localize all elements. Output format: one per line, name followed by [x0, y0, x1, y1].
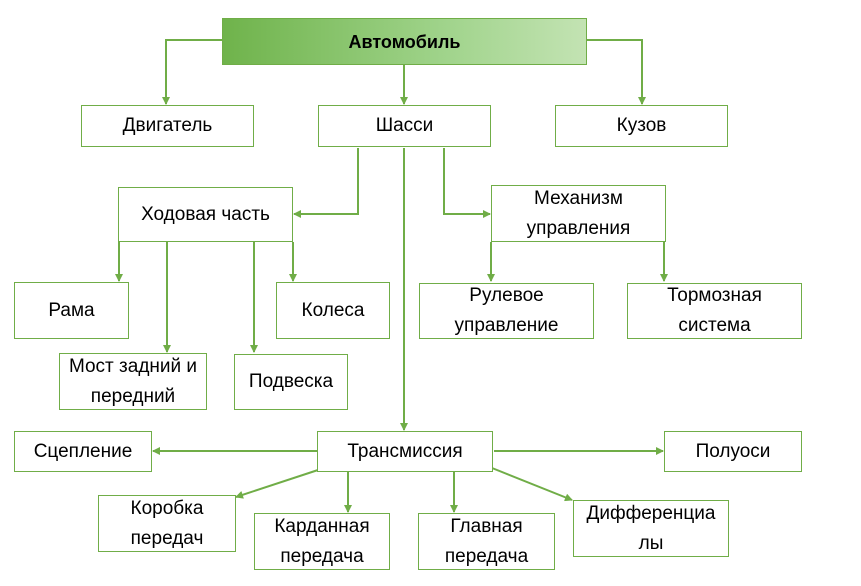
node-transmission: Трансмиссия — [317, 431, 493, 472]
node-suspension: Подвеска — [234, 354, 348, 410]
node-steering: Рулевое управление — [419, 283, 594, 339]
node-axles: Мост задний и передний — [59, 353, 207, 410]
node-automobile: Автомобиль — [222, 18, 587, 65]
node-chassis: Шасси — [318, 105, 491, 147]
node-gearbox: Коробка передач — [98, 495, 236, 552]
node-frame: Рама — [14, 282, 129, 339]
edge-chassis-running-gear — [293, 148, 359, 218]
node-clutch: Сцепление — [14, 431, 152, 472]
node-wheels: Колеса — [276, 282, 390, 339]
node-main-gear: Главная передача — [418, 513, 555, 570]
node-control-mechanism: Механизм управления — [491, 185, 666, 242]
edge-automobile-body — [587, 39, 646, 105]
edge-automobile-engine — [162, 39, 222, 105]
node-differentials: Дифференциалы — [573, 500, 729, 557]
node-body: Кузов — [555, 105, 728, 147]
node-cardan: Карданная передача — [254, 513, 390, 570]
node-half-shafts: Полуоси — [664, 431, 802, 472]
node-engine: Двигатель — [81, 105, 254, 147]
edge-chassis-control — [443, 148, 491, 218]
edge-trans-gearbox — [235, 469, 319, 499]
node-running-gear: Ходовая часть — [118, 187, 293, 242]
edge-trans-diff — [491, 467, 573, 502]
node-brakes: Тормозная система — [627, 283, 802, 339]
